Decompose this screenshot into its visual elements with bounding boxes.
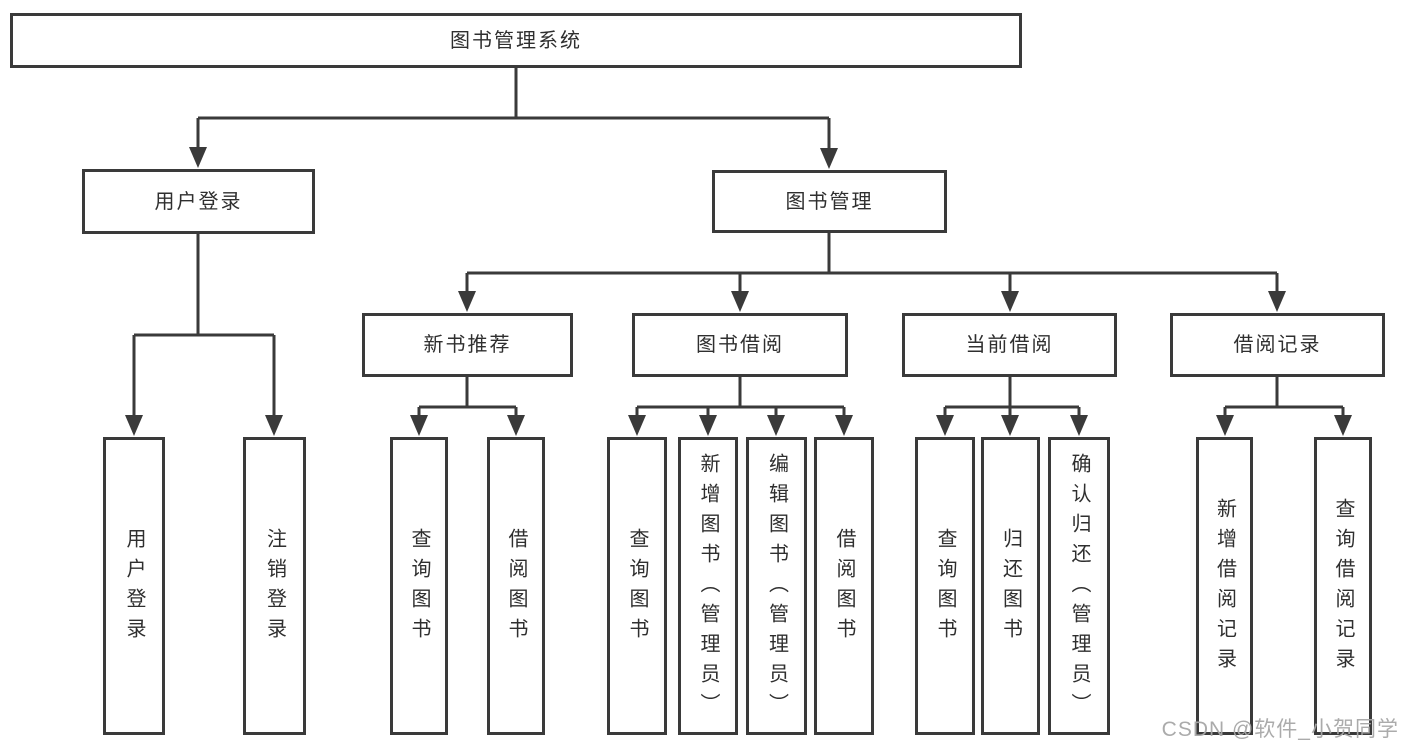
leaf-add-books-admin: 新增图书（管理员） bbox=[678, 437, 738, 735]
leaf-query-books-recommend: 查询图书 bbox=[390, 437, 448, 735]
node-current-borrowing: 当前借阅 bbox=[902, 313, 1117, 377]
leaf-return-books: 归还图书 bbox=[981, 437, 1040, 735]
arrowhead bbox=[1216, 415, 1234, 436]
arrowhead bbox=[1334, 415, 1352, 436]
leaf-edit-books-admin: 编辑图书（管理员） bbox=[746, 437, 807, 735]
connector-paths bbox=[132, 68, 1345, 418]
leaf-user-login: 用户登录 bbox=[103, 437, 165, 735]
arrowhead bbox=[767, 415, 785, 436]
leaf-query-borrow-record: 查询借阅记录 bbox=[1314, 437, 1372, 735]
leaf-query-books-borrow: 查询图书 bbox=[607, 437, 667, 735]
arrowhead bbox=[820, 148, 838, 169]
arrowhead bbox=[265, 415, 283, 436]
arrowhead bbox=[835, 415, 853, 436]
arrowhead bbox=[731, 291, 749, 312]
arrowhead bbox=[1001, 415, 1019, 436]
leaf-confirm-return-admin: 确认归还（管理员） bbox=[1048, 437, 1110, 735]
arrowhead bbox=[458, 291, 476, 312]
arrowheads bbox=[125, 147, 1352, 436]
arrowhead bbox=[189, 147, 207, 168]
leaf-add-borrow-record: 新增借阅记录 bbox=[1196, 437, 1253, 735]
node-borrowing-records: 借阅记录 bbox=[1170, 313, 1385, 377]
arrowhead bbox=[507, 415, 525, 436]
watermark: CSDN @软件_小贺同学 bbox=[1161, 718, 1399, 741]
node-user-login: 用户登录 bbox=[82, 169, 315, 234]
arrowhead bbox=[1268, 291, 1286, 312]
node-book-management: 图书管理 bbox=[712, 170, 947, 233]
leaf-borrow-books-recommend: 借阅图书 bbox=[487, 437, 545, 735]
arrowhead bbox=[125, 415, 143, 436]
node-library-management-system: 图书管理系统 bbox=[10, 13, 1022, 68]
leaf-query-books-current: 查询图书 bbox=[915, 437, 975, 735]
leaf-logout: 注销登录 bbox=[243, 437, 306, 735]
arrowhead bbox=[628, 415, 646, 436]
arrowhead bbox=[936, 415, 954, 436]
node-new-book-recommendation: 新书推荐 bbox=[362, 313, 573, 377]
leaf-borrow-books: 借阅图书 bbox=[814, 437, 874, 735]
node-book-borrowing: 图书借阅 bbox=[632, 313, 848, 377]
arrowhead bbox=[1070, 415, 1088, 436]
arrowhead bbox=[1001, 291, 1019, 312]
arrowhead bbox=[699, 415, 717, 436]
arrowhead bbox=[410, 415, 428, 436]
